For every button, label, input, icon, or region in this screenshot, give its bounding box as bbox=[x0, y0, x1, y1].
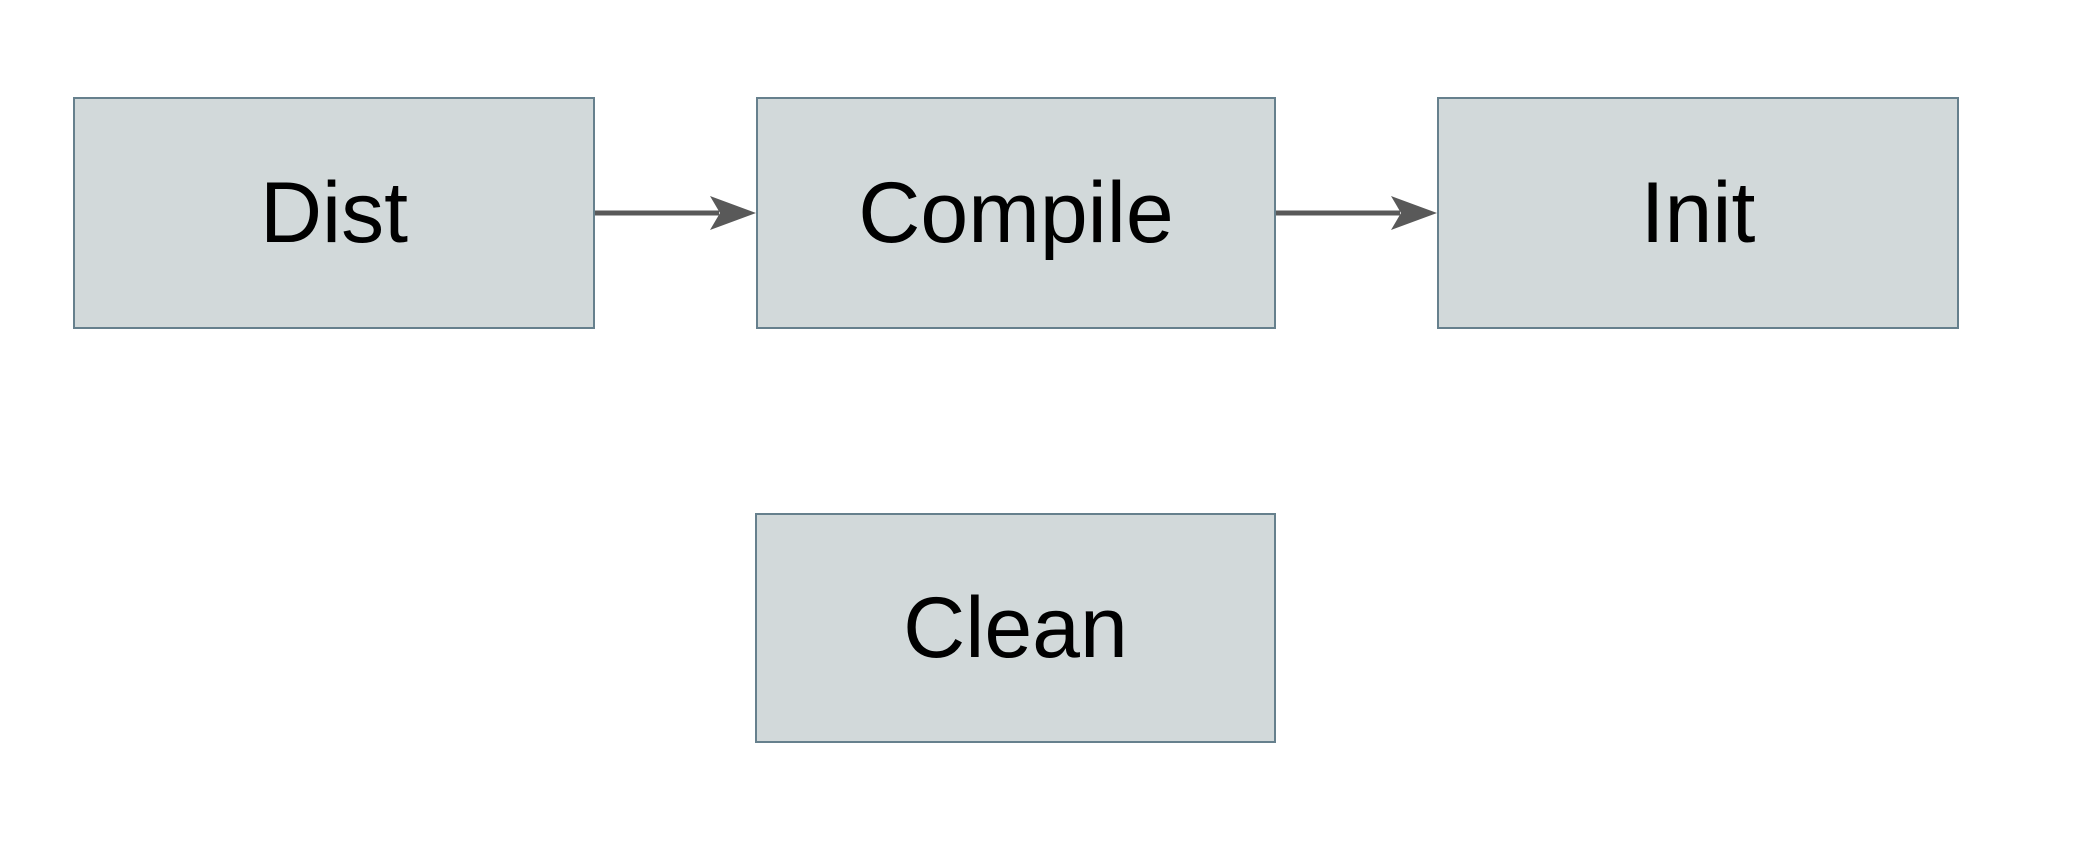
flow-node-dist[interactable]: Dist bbox=[73, 97, 595, 329]
arrow-head-icon bbox=[710, 196, 756, 230]
node-label: Init bbox=[1640, 165, 1756, 261]
flow-node-compile[interactable]: Compile bbox=[756, 97, 1276, 329]
arrow-dist-to-compile[interactable] bbox=[595, 196, 756, 230]
node-label: Clean bbox=[903, 580, 1128, 676]
node-label: Compile bbox=[858, 165, 1174, 261]
flow-node-clean[interactable]: Clean bbox=[755, 513, 1276, 743]
flow-node-init[interactable]: Init bbox=[1437, 97, 1959, 329]
node-label: Dist bbox=[259, 165, 409, 261]
arrow-head-icon bbox=[1391, 196, 1437, 230]
arrow-compile-to-init[interactable] bbox=[1276, 196, 1437, 230]
